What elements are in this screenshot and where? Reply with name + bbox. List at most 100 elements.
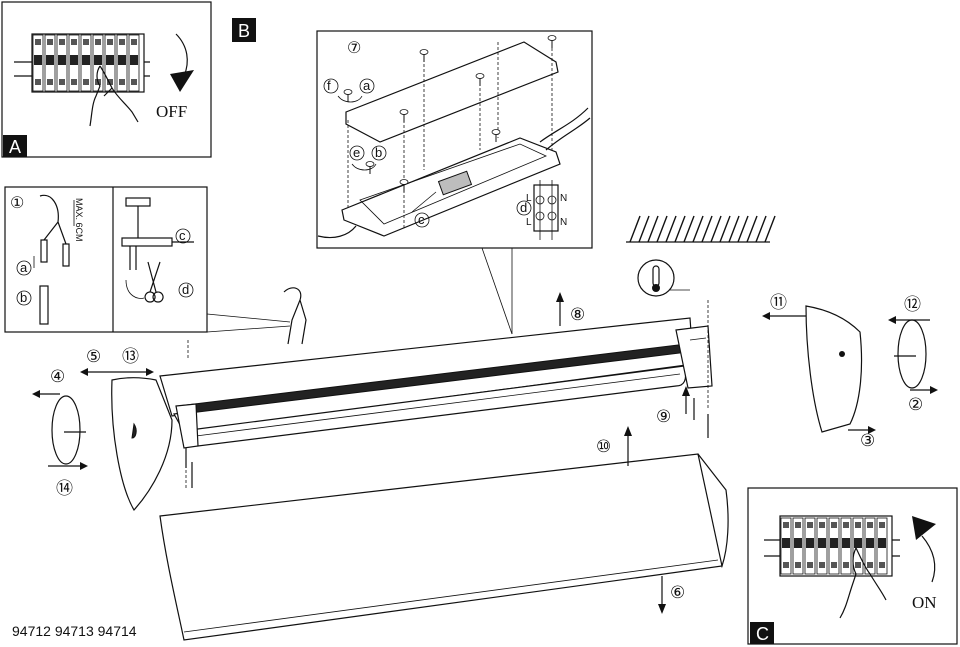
panel-c-tag: C xyxy=(756,624,769,644)
step-2-label: ② xyxy=(908,395,923,414)
breaker-switch xyxy=(130,55,138,65)
step-13-label: ⑬ xyxy=(122,347,139,366)
on-label: ON xyxy=(912,593,937,612)
label-b: b xyxy=(20,290,27,305)
label-c: c xyxy=(418,212,425,227)
breaker-terminal xyxy=(71,39,77,45)
screw-icon xyxy=(491,129,501,142)
arrow-head-icon xyxy=(912,516,936,540)
terminal-n-label: N xyxy=(560,217,567,228)
terminal-l-label: L xyxy=(526,217,532,228)
step-6-label: ⑥ xyxy=(670,583,685,602)
hatch-line xyxy=(737,215,749,243)
step-12-label: ⑫ xyxy=(904,295,921,314)
hand-icon xyxy=(89,65,139,127)
step-11-label: ⑪ xyxy=(770,293,787,312)
breaker-terminal xyxy=(795,522,801,528)
step-4-label: ④ xyxy=(50,367,65,386)
label-b: b xyxy=(375,145,382,160)
off-label: OFF xyxy=(156,102,187,121)
breaker-switch xyxy=(70,55,78,65)
step-3-label: ③ xyxy=(860,431,875,450)
step-14-label: ⑭ xyxy=(56,479,73,498)
breaker-terminal xyxy=(131,39,137,45)
label-d: d xyxy=(520,200,527,215)
breaker-terminal xyxy=(119,39,125,45)
terminal-n-label: N xyxy=(560,193,567,204)
panel-b-tag-box: B xyxy=(232,18,256,42)
breaker-switch xyxy=(794,538,802,548)
hatch-line xyxy=(692,215,704,243)
scissors-icon xyxy=(144,261,164,303)
breaker-switch xyxy=(806,538,814,548)
label-e: e xyxy=(353,145,360,160)
panel-a-tag: A xyxy=(9,137,21,157)
breaker-terminal xyxy=(819,562,825,568)
breaker-switch xyxy=(94,55,102,65)
step-5-label: ⑤ xyxy=(86,347,101,366)
breaker-terminal xyxy=(807,562,813,568)
breaker-terminal xyxy=(783,522,789,528)
step-10-label: ⑩ xyxy=(596,437,611,456)
wire-detail xyxy=(283,287,307,345)
screw-icon xyxy=(399,179,409,192)
breaker-terminal xyxy=(59,79,65,85)
breaker-terminal xyxy=(95,39,101,45)
breaker-terminal xyxy=(855,522,861,528)
breaker-switch xyxy=(842,538,850,548)
breaker-terminal xyxy=(107,39,113,45)
circuit-breaker-strip xyxy=(31,33,145,93)
panel-b: ⑦ f a e b c d xyxy=(316,30,593,249)
screw-icon xyxy=(185,448,193,488)
thermometer-callout xyxy=(637,259,690,297)
breaker-switch xyxy=(830,538,838,548)
breaker-switch xyxy=(46,55,54,65)
arrow-head-icon xyxy=(170,70,194,92)
breaker-terminal xyxy=(119,79,125,85)
mount-disc xyxy=(897,319,927,389)
screw-icon xyxy=(365,161,375,174)
screw-icon xyxy=(343,89,353,102)
cable xyxy=(545,117,591,151)
label-c: c xyxy=(179,228,186,243)
hatch-line xyxy=(746,215,758,243)
breaker-terminal xyxy=(819,522,825,528)
breaker-terminal xyxy=(795,562,801,568)
breaker-terminal xyxy=(71,79,77,85)
breaker-terminal xyxy=(867,522,873,528)
step-7-label: ⑦ xyxy=(347,40,361,57)
breaker-switch xyxy=(34,55,42,65)
hatch-line xyxy=(656,215,668,243)
screw-icon xyxy=(419,49,429,62)
breaker-switch xyxy=(106,55,114,65)
cable xyxy=(317,225,357,239)
breaker-terminal xyxy=(831,522,837,528)
breaker-terminal xyxy=(831,562,837,568)
right-end-cap xyxy=(805,305,863,433)
hand-icon xyxy=(839,547,887,619)
diffuser xyxy=(159,453,729,641)
label-f: f xyxy=(327,78,331,93)
hatch-line xyxy=(638,215,650,243)
hatch-line xyxy=(647,215,659,243)
label-d: d xyxy=(182,282,189,297)
left-end-cap xyxy=(111,377,173,512)
screw-icon xyxy=(693,398,709,438)
hatch-line xyxy=(674,215,686,243)
max-label: MAX. 6CM xyxy=(74,198,84,242)
breaker-switch xyxy=(58,55,66,65)
model-numbers: 94712 94713 94714 xyxy=(12,623,137,639)
breaker-switch xyxy=(782,538,790,548)
breaker-terminal xyxy=(879,522,885,528)
breaker-terminal xyxy=(47,79,53,85)
breaker-terminal xyxy=(47,39,53,45)
breaker-terminal xyxy=(59,39,65,45)
lamp-body xyxy=(159,317,713,449)
mount-disc xyxy=(51,395,81,465)
hatch-line xyxy=(683,215,695,243)
hatch-line xyxy=(755,215,767,243)
step-9-label: ⑨ xyxy=(656,407,671,426)
breaker-switch xyxy=(854,538,862,548)
screw-icon xyxy=(547,35,557,48)
